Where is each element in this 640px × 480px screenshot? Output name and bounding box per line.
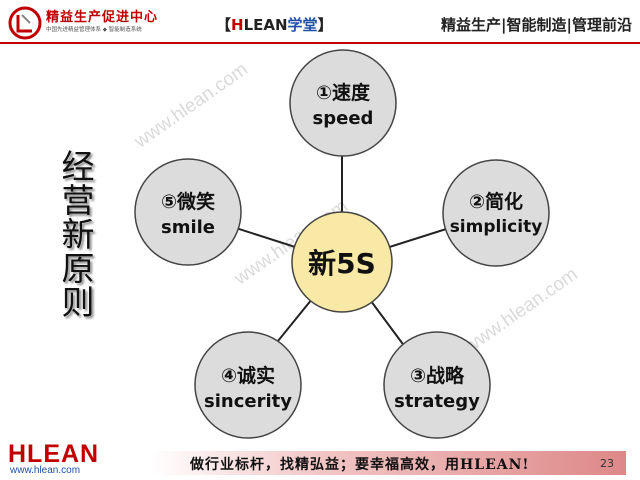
center-label: 新5S [308, 247, 376, 280]
page-number: 23 [600, 457, 614, 470]
node-subtitle: smile [161, 217, 215, 238]
side-title-char: 营 [61, 181, 95, 220]
node-strategy: ③战略 strategy [383, 331, 491, 439]
node-title: ⑤微笑 [161, 190, 215, 213]
footer-url[interactable]: www.hlean.com [10, 465, 81, 476]
node-circle [383, 331, 491, 439]
center-circle [291, 211, 393, 313]
header-slogan: 精益生产|智能制造|管理前沿 [441, 16, 632, 34]
footer-bar [150, 451, 626, 475]
node-subtitle: speed [313, 108, 374, 129]
node-speed: ①速度 speed [289, 49, 397, 157]
header-divider [0, 42, 640, 44]
node-circle [442, 159, 550, 267]
center-hub: 新5S [291, 211, 393, 313]
node-sincerity: ④诚实 sincerity [194, 331, 302, 439]
node-simplicity: ②简化 simplicity [442, 159, 550, 267]
node-circle [289, 49, 397, 157]
brand-close-bracket: 】 [317, 16, 333, 34]
side-title-char: 则 [61, 283, 95, 322]
node-subtitle: strategy [394, 391, 480, 412]
brand-h: H [231, 16, 244, 34]
org-name: 精益生产促进中心 [46, 10, 159, 25]
node-smile: ⑤微笑 smile [134, 158, 242, 266]
brand-cn: 学堂 [287, 16, 318, 34]
brand-tag: 【HLEAN学堂】 [216, 14, 333, 35]
node-subtitle: simplicity [450, 217, 543, 237]
header: 精益生产促进中心 中国先进精益管理体系 ◆ 智能制造系统 【HLEAN学堂】 精… [0, 0, 640, 44]
side-title-char: 新 [61, 215, 95, 254]
node-circle [134, 158, 242, 266]
node-title: ④诚实 [221, 364, 275, 387]
brand-open-bracket: 【 [216, 16, 232, 34]
brand-lean: LEAN [243, 16, 288, 34]
node-title: ②简化 [469, 190, 523, 213]
node-title: ①速度 [316, 81, 371, 104]
hlean-logo-icon [8, 6, 42, 40]
side-title-char: 经 [61, 147, 95, 186]
node-title: ③战略 [410, 364, 465, 387]
side-title: 经 营 新 原 则 [58, 150, 98, 320]
footer-slogan: 做行业标杆，找精弘益；要幸福高效，用HLEAN! [190, 457, 530, 473]
org-subtitle: 中国先进精益管理体系 ◆ 智能制造系统 [46, 27, 142, 33]
side-title-char: 原 [61, 249, 95, 288]
footer-logo: HLEAN [8, 440, 100, 468]
node-circle [194, 331, 302, 439]
node-subtitle: sincerity [204, 391, 292, 412]
